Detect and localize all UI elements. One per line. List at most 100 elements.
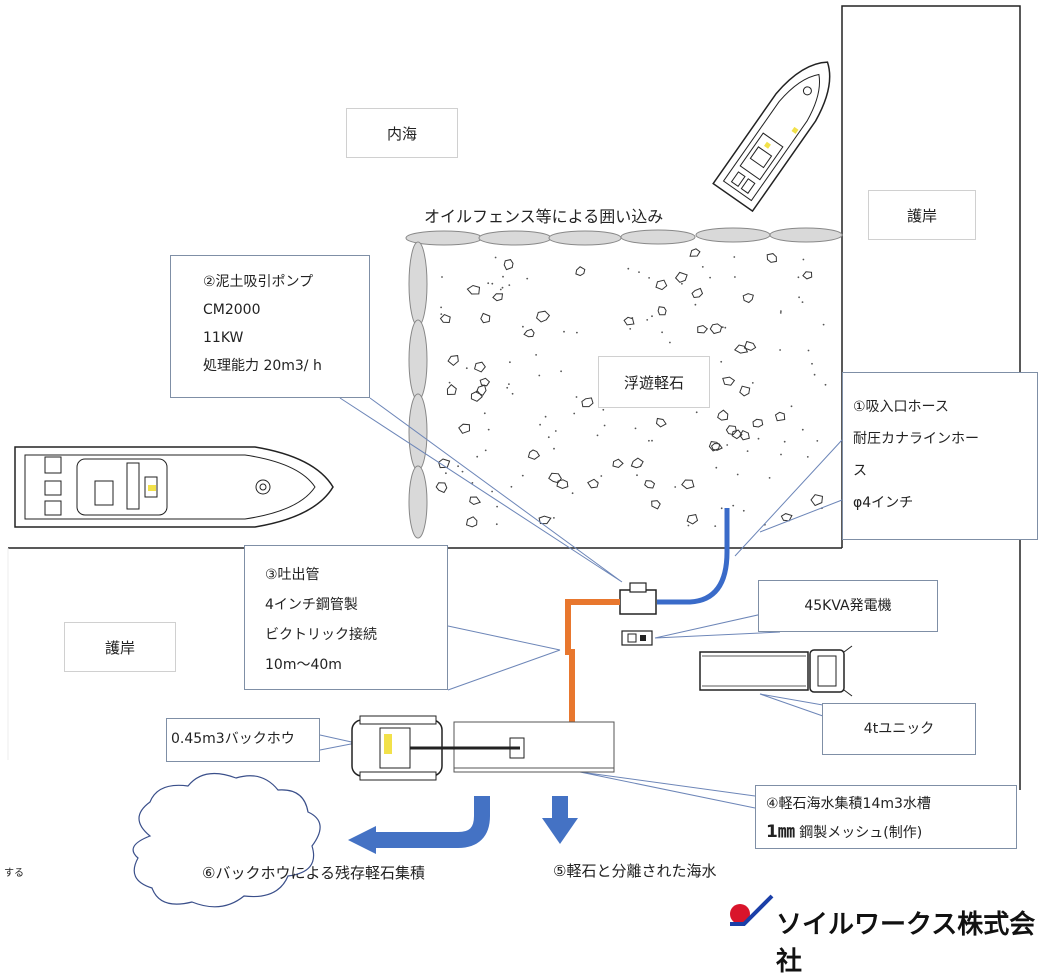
pumice-stone — [466, 284, 481, 295]
pumice-dot — [522, 325, 524, 328]
pumice-stone — [689, 248, 701, 257]
pumice-dot — [502, 275, 504, 278]
pumice-stone — [480, 312, 491, 324]
pumice-stone — [742, 293, 754, 304]
pumice-dot — [631, 317, 634, 319]
pumice-dot — [471, 482, 474, 484]
pumice-dot — [440, 313, 443, 315]
pumice-dot — [441, 276, 443, 278]
pumice-dot — [544, 415, 547, 418]
pumice-stone — [802, 271, 813, 280]
pumice-dot — [465, 367, 468, 370]
area-inner-sea: 内海 — [346, 108, 458, 158]
pumice-dot — [709, 276, 711, 279]
pumice-stone — [623, 316, 635, 326]
pumice-stone — [710, 442, 723, 451]
pumice-stone — [492, 293, 504, 302]
pumice-dot — [487, 428, 490, 431]
pumice-dot — [801, 301, 804, 303]
pumice-dot — [746, 450, 749, 452]
pumice-stone — [655, 417, 667, 428]
area-seawall-left-label: 護岸 — [104, 638, 135, 657]
pumice-dot — [484, 449, 487, 452]
pumice-stone — [536, 310, 551, 323]
pumice-dot — [596, 481, 599, 484]
pumice-dot — [554, 430, 557, 432]
callout-pump-capacity: 処理能力 20m3/ h — [203, 358, 322, 374]
area-seawall-right: 護岸 — [868, 190, 976, 240]
pumice-stone — [681, 479, 695, 490]
suction-hose — [657, 508, 730, 605]
pumice-dot — [734, 276, 736, 278]
pumice-dot — [742, 509, 745, 512]
pumice-dot — [487, 282, 490, 285]
area-seawall-right-label: 護岸 — [906, 206, 937, 225]
pumice-dot — [508, 383, 510, 385]
boat-left-icon — [14, 446, 334, 528]
pumice-stone — [587, 478, 599, 489]
pumice-stone — [752, 418, 764, 428]
pumice-dot — [813, 373, 816, 376]
pumice-dot — [714, 525, 717, 527]
callout-tank: ④軽石海水集積14m3水槽 1㎜ 鋼製メッシュ(制作) — [755, 785, 1017, 849]
pumice-stone — [657, 306, 667, 316]
pumice-dot — [526, 277, 529, 280]
pumice-dot — [674, 486, 677, 488]
pumice-dot — [802, 258, 805, 261]
pumice-dot — [806, 456, 809, 458]
pumice-dot — [510, 485, 513, 488]
pumice-dot — [506, 386, 509, 389]
pumice-dot — [445, 472, 447, 475]
pumice-stone — [810, 494, 824, 507]
pumice-dot — [640, 464, 642, 467]
pumice-dot — [648, 439, 650, 442]
callout-generator-label: 45KVA発電機 — [804, 598, 892, 614]
pumice-stone — [734, 344, 749, 354]
pumice-stone — [766, 253, 777, 263]
pumice-dot — [721, 326, 724, 329]
pumice-dot — [779, 312, 782, 314]
pumice-stone — [731, 429, 743, 440]
callout-tank-title: ④軽石海水集積14m3水槽 — [766, 796, 931, 812]
pumice-stone — [475, 384, 487, 396]
pumice-stone — [469, 496, 481, 506]
pumice-stone — [708, 441, 721, 452]
callout-backhoe-label: 0.45m3バックホウ — [171, 731, 295, 747]
pumice-stone — [655, 279, 668, 291]
pumice-dot — [576, 331, 578, 334]
pumice-dot — [539, 423, 541, 426]
callout-truck: 4tユニック — [822, 703, 976, 755]
pumice-dot — [694, 303, 697, 306]
pumice-stone — [439, 314, 451, 324]
callout-hose-title: ①吸入口ホース — [853, 399, 949, 415]
pumice-stone — [739, 385, 751, 397]
pumice-stone — [556, 479, 569, 490]
pumice-stone — [479, 377, 491, 387]
pumice-dot — [491, 490, 493, 493]
pumice-stone — [686, 514, 699, 525]
pumice-dot — [681, 282, 683, 285]
pumice-dot — [483, 412, 486, 415]
pumice-dot — [495, 523, 498, 526]
pumice-dot — [573, 412, 576, 415]
pumice-dot — [801, 428, 804, 431]
pumice-stone — [538, 515, 552, 525]
callout-pump-title: ②泥土吸引ポンプ — [203, 274, 314, 290]
pumice-dot — [790, 405, 793, 408]
callout-pipe-length: 10m〜40m — [265, 657, 342, 673]
pumice-dot — [822, 323, 825, 326]
pumice-dot — [496, 505, 498, 508]
pumice-dot — [669, 341, 671, 344]
pumice-dot — [701, 266, 704, 268]
pumice-stone — [725, 425, 737, 436]
pumice-dot — [687, 524, 690, 527]
pumice-stone — [709, 323, 723, 335]
pumice-dot — [499, 288, 502, 291]
pumice-dot — [757, 437, 760, 440]
discharge-pipe — [565, 599, 620, 766]
pumice-dot — [779, 349, 781, 351]
pumice-dot — [627, 267, 630, 270]
pumice-stone — [435, 482, 448, 494]
pumice-stone — [470, 390, 483, 402]
pumice-dot — [494, 256, 497, 259]
